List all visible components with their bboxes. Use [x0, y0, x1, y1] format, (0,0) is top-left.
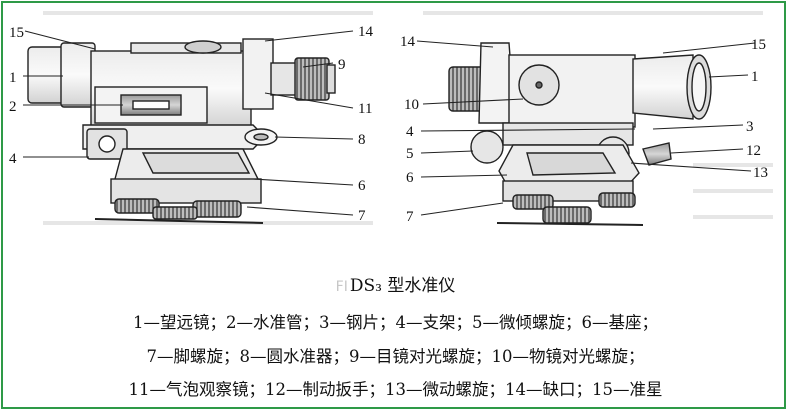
- label-right-6: 6: [406, 170, 414, 186]
- label-left-2: 2: [9, 99, 17, 115]
- label-right-5: 5: [406, 146, 414, 162]
- left-view-labels: 15 1 2 4 14 9 11 8 6 7: [9, 24, 374, 224]
- label-left-6: 6: [358, 178, 366, 194]
- instrument-illustrations: 15 1 2 4 14 9 11 8 6 7: [9, 11, 773, 226]
- label-left-8: 8: [358, 132, 366, 148]
- label-left-7: 7: [358, 208, 366, 224]
- legend-line-3: 11—气泡观察镜；12—制动扳手；13—微动螺旋；14—缺口；15—准星: [128, 380, 663, 399]
- figure-title-text: DS₃ 型水准仪: [349, 276, 456, 296]
- label-right-3: 3: [746, 119, 754, 135]
- label-right-7: 7: [406, 209, 414, 225]
- label-left-1: 1: [9, 70, 17, 86]
- label-left-4: 4: [9, 151, 17, 167]
- right-view-labels: 14 10 4 5 6 7 15 1 3 12 13: [400, 34, 768, 225]
- figure-ghost-prefix: FI: [335, 279, 348, 295]
- legend-line-2: 7—脚螺旋；8—圆水准器；9—目镜对光螺旋；10—物镜对光螺旋；: [146, 347, 645, 366]
- legend-line-1: 1—望远镜；2—水准管；3—钢片；4—支架；5—微倾螺旋；6—基座；: [133, 313, 658, 332]
- right-instrument-drawing: [448, 42, 712, 226]
- label-right-10: 10: [404, 97, 419, 113]
- label-right-13: 13: [753, 165, 768, 181]
- label-left-11: 11: [358, 101, 372, 117]
- label-right-15: 15: [751, 37, 766, 53]
- label-left-14: 14: [358, 24, 374, 40]
- label-right-1: 1: [751, 69, 759, 85]
- label-right-12: 12: [746, 143, 761, 159]
- left-instrument-drawing: [27, 38, 336, 224]
- label-right-4: 4: [406, 124, 414, 140]
- background-text-ghost: [43, 11, 773, 225]
- left-leader-lines: [23, 30, 354, 216]
- label-right-14: 14: [400, 34, 416, 50]
- right-leader-lines: [416, 40, 756, 216]
- label-left-9: 9: [338, 57, 346, 73]
- label-left-15: 15: [9, 25, 24, 41]
